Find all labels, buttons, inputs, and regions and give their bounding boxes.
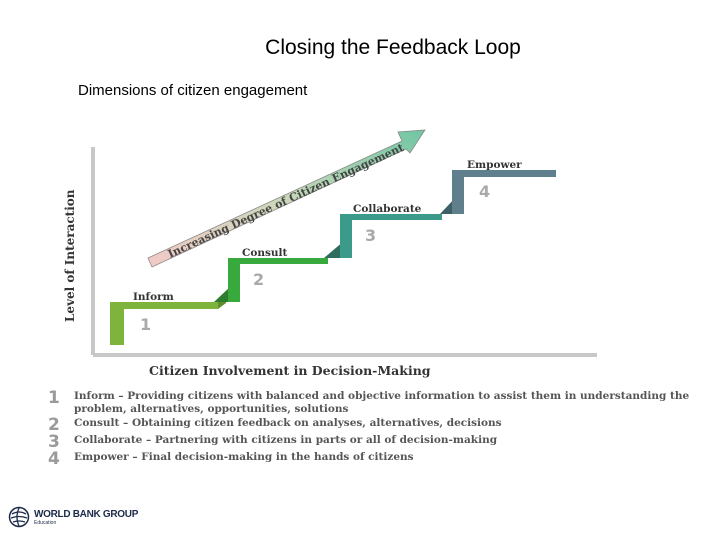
legend-row: 2 Consult – Obtaining citizen feedback o… [48, 417, 718, 433]
step-inform-number: 1 [140, 315, 151, 334]
legend-row: 3 Collaborate – Partnering with citizens… [48, 434, 718, 450]
step-empower: Empower 4 [452, 159, 556, 214]
legend-text: Consult – Obtaining citizen feedback on … [74, 417, 502, 430]
legend-row: 4 Empower – Final decision-making in the… [48, 451, 718, 467]
step-inform: Inform 1 [110, 291, 226, 345]
legend-text: Empower – Final decision-making in the h… [74, 451, 414, 464]
legend-number: 2 [48, 417, 74, 433]
x-axis-label: Citizen Involvement in Decision-Making [149, 363, 431, 378]
step-collaborate-label: Collaborate [353, 203, 422, 215]
legend-number: 3 [48, 434, 74, 450]
logo-name: WORLD BANK GROUP [34, 509, 138, 520]
step-collaborate-number: 3 [365, 226, 376, 245]
legend-number: 4 [48, 451, 74, 467]
step-empower-number: 4 [479, 182, 490, 201]
step-consult-number: 2 [253, 270, 264, 289]
legend-number: 1 [48, 390, 74, 406]
world-bank-logo: WORLD BANK GROUP Education [8, 506, 138, 528]
step-consult: Consult 2 [228, 247, 328, 302]
y-axis-label: Level of Interaction [63, 189, 77, 322]
logo-subtitle: Education [34, 520, 138, 526]
step-empower-label: Empower [467, 159, 522, 171]
legend-text: Inform – Providing citizens with balance… [74, 390, 718, 416]
step-consult-label: Consult [242, 247, 288, 259]
legend: 1 Inform – Providing citizens with balan… [48, 390, 718, 468]
legend-text: Collaborate – Partnering with citizens i… [74, 434, 497, 447]
step-collaborate: Collaborate 3 [340, 203, 442, 258]
riser-1 [214, 287, 230, 302]
step-inform-label: Inform [133, 291, 174, 303]
legend-row: 1 Inform – Providing citizens with balan… [48, 390, 718, 416]
globe-icon [8, 506, 30, 528]
